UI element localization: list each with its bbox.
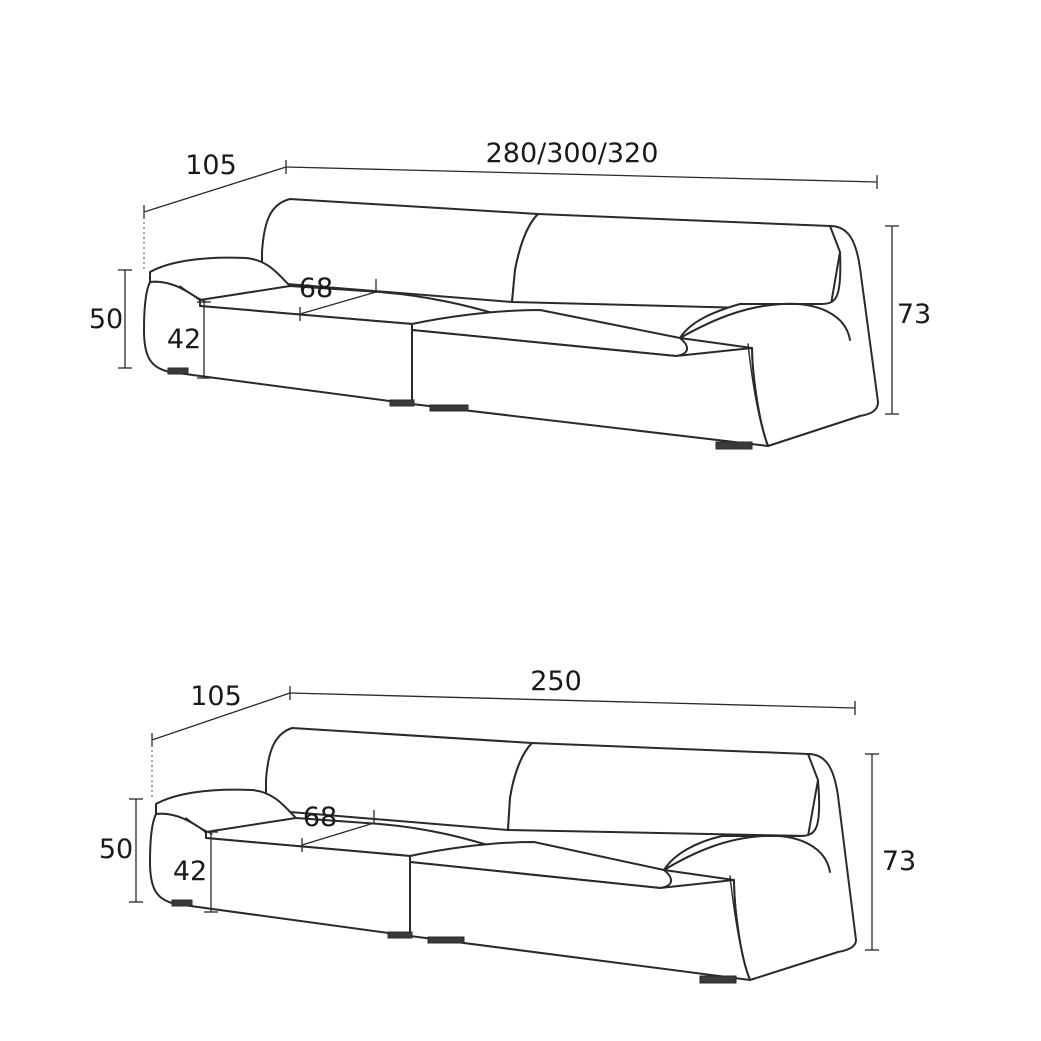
dimension-seat-depth: 68 <box>301 802 375 852</box>
dimension-arm-height: 50 <box>99 798 143 903</box>
arm-piping-right <box>747 343 769 447</box>
back-cushion-right <box>507 742 821 837</box>
arm-height-label: 50 <box>99 834 133 865</box>
right-arm-curl <box>663 834 831 873</box>
seat-height-label: 42 <box>173 856 207 887</box>
seat-depth-label: 68 <box>303 802 337 833</box>
total-height-label: 73 <box>882 846 916 877</box>
arm-piping-right <box>729 875 751 981</box>
sofa-diagram-large: 280/300/320 105 73 50 42 <box>89 138 931 450</box>
foot <box>429 404 469 412</box>
dimension-seat-height: 42 <box>167 301 211 379</box>
base-front-left <box>149 812 411 937</box>
seat-height-label: 42 <box>167 324 201 355</box>
foot <box>387 931 413 939</box>
dimension-arm-height: 50 <box>89 269 132 369</box>
back-cushion-right <box>511 213 843 311</box>
dimension-total-height: 73 <box>885 225 931 415</box>
right-arm-curl <box>679 302 851 341</box>
sofa-diagram-small: 250 105 73 50 42 <box>99 666 916 984</box>
foot <box>715 441 753 450</box>
sofa-drawing-small <box>149 727 857 984</box>
foot <box>427 936 465 944</box>
foot <box>171 899 193 907</box>
width-label: 280/300/320 <box>486 138 659 169</box>
seat-cushion-right <box>411 309 688 357</box>
total-height-label: 73 <box>897 299 931 330</box>
seat-cushion-right <box>409 841 672 889</box>
dimension-depth: 105 <box>151 681 291 800</box>
arm-height-label: 50 <box>89 304 123 335</box>
dimension-depth: 105 <box>143 150 287 270</box>
arm-piping-left <box>185 817 213 835</box>
foot <box>699 975 737 984</box>
arm-piping-left <box>179 285 207 303</box>
seat-depth-label: 68 <box>299 273 333 304</box>
depth-label: 105 <box>190 681 242 712</box>
dimension-width: 250 <box>289 666 856 715</box>
dimension-seat-height: 42 <box>173 831 218 913</box>
dimension-seat-depth: 68 <box>299 273 377 321</box>
dimension-total-height: 73 <box>865 753 916 951</box>
base-front-left <box>143 280 413 405</box>
dimension-width: 280/300/320 <box>285 138 878 189</box>
foot <box>389 399 415 407</box>
width-label: 250 <box>530 666 582 697</box>
sofa-drawing-large <box>143 198 879 450</box>
depth-label: 105 <box>185 150 237 181</box>
foot <box>167 367 189 375</box>
